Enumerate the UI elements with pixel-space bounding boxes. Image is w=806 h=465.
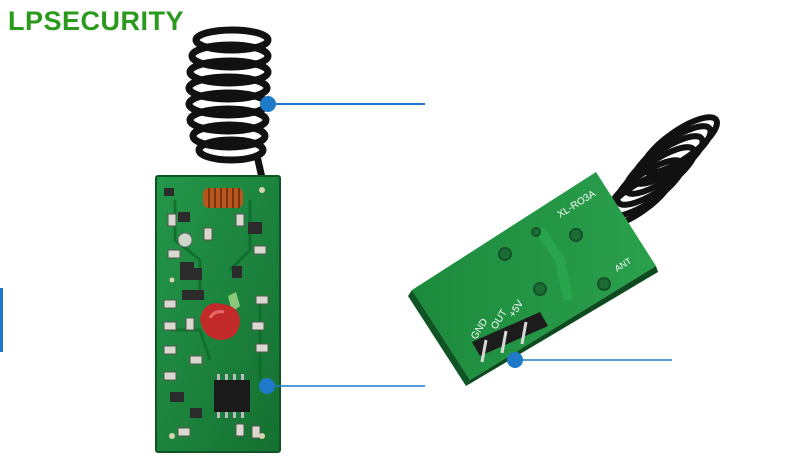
left-receiver-board [155,175,281,453]
edge-marker [0,288,3,352]
copper-coil [203,188,243,208]
ic-chip [214,374,250,418]
left-antenna-coil [185,26,272,182]
right-receiver-board: XL-RO3A ANT GND OUT +5V [408,172,658,386]
header-pins [472,312,548,363]
callout-antenna [260,96,425,112]
callout-pins [507,352,672,368]
brand-logo-text: LPSECURITY [8,6,185,36]
red-saw-resonator [200,292,240,340]
callout-chip [259,378,425,394]
